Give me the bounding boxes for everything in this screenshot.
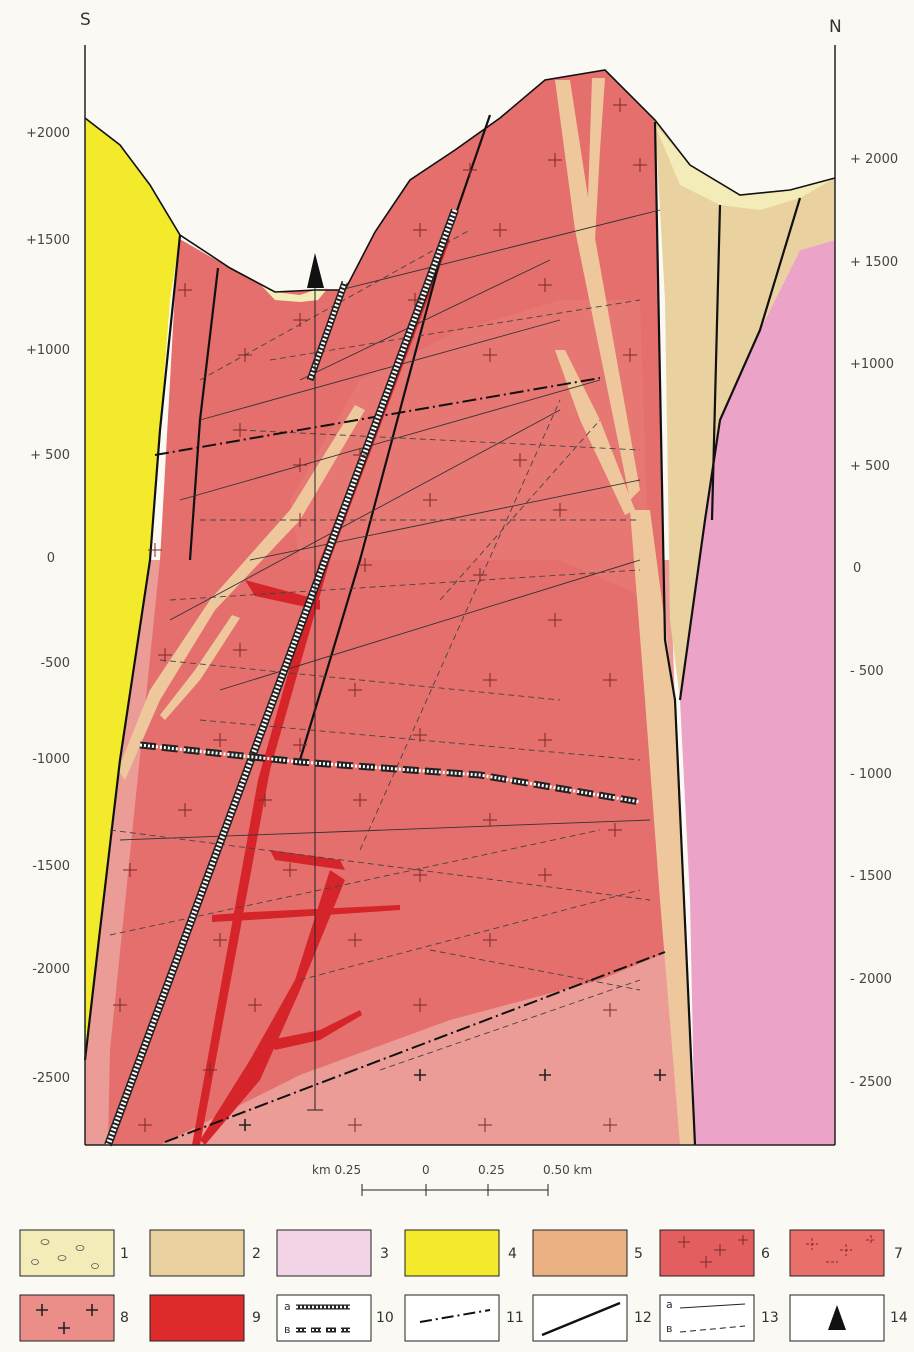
legend-num: 3 (380, 1246, 389, 1262)
legend-item-9: 9 (150, 1295, 261, 1341)
right-tick-label: - 2500 (850, 1075, 892, 1090)
legend-num: 11 (506, 1310, 524, 1326)
left-axis: +2000 +1500 +1000 + 500 0 -500 -1000 -15… (26, 126, 70, 1086)
legend-num: 10 (376, 1310, 394, 1326)
legend-item-5: 5 (533, 1230, 643, 1276)
legend-item-4: 4 (405, 1230, 517, 1276)
right-tick-label: + 1500 (850, 255, 898, 270)
legend-num: 13 (761, 1310, 779, 1326)
section-body (85, 70, 835, 1145)
legend-sub-b: в (666, 1322, 672, 1335)
right-tick-label: - 1000 (850, 767, 892, 782)
right-tick-label: 0 (853, 561, 861, 576)
scale-label-025: 0.25 (478, 1163, 505, 1177)
legend-num: 1 (120, 1246, 129, 1262)
legend-item-11: 11 (405, 1295, 524, 1341)
scale-bar: km 0.25 0 0.25 0.50 km (312, 1163, 592, 1196)
legend-sub-b: в (284, 1323, 290, 1336)
legend-item-13: а в 13 (660, 1295, 779, 1341)
left-tick-label: +2000 (26, 126, 70, 141)
legend-num: 14 (890, 1310, 908, 1326)
legend-sub-a: а (666, 1298, 673, 1311)
legend-item-12: 12 (533, 1295, 652, 1341)
legend-item-8: 8 (20, 1295, 129, 1341)
borehole-triangle-icon (307, 253, 324, 288)
legend-num: 6 (761, 1246, 770, 1262)
legend-item-10: а в 10 (277, 1295, 394, 1341)
left-tick-label: -500 (40, 656, 70, 671)
legend-item-7: 7 (790, 1230, 903, 1276)
legend-num: 9 (252, 1310, 261, 1326)
legend-item-14: 14 (790, 1295, 908, 1341)
legend-num: 8 (120, 1310, 129, 1326)
left-tick-label: +1500 (26, 233, 70, 248)
legend-sub-a: а (284, 1300, 291, 1313)
legend-item-6: 6 (660, 1230, 770, 1276)
left-tick-label: -1500 (32, 859, 70, 874)
legend-num: 2 (252, 1246, 261, 1262)
left-tick-label: + 500 (30, 448, 70, 463)
direction-right-label: N (829, 17, 842, 37)
direction-left-label: S (80, 10, 91, 30)
right-tick-label: - 500 (850, 664, 884, 679)
legend-item-1: 1 (20, 1230, 129, 1276)
legend: 1 2 3 4 5 6 7 (20, 1230, 908, 1341)
left-tick-label: 0 (47, 551, 55, 566)
legend-num: 12 (634, 1310, 652, 1326)
left-tick-label: -1000 (32, 752, 70, 767)
right-tick-label: +1000 (850, 357, 894, 372)
scale-label-050: 0.50 km (543, 1163, 592, 1177)
legend-num: 4 (508, 1246, 517, 1262)
scale-label-left: km 0.25 (312, 1163, 361, 1177)
legend-item-3: 3 (277, 1230, 389, 1276)
right-axis: + 2000 + 1500 +1000 + 500 0 - 500 - 1000… (850, 152, 898, 1090)
scale-label-zero: 0 (422, 1163, 430, 1177)
right-tick-label: - 1500 (850, 869, 892, 884)
right-tick-label: - 2000 (850, 972, 892, 987)
legend-num: 5 (634, 1246, 643, 1262)
right-tick-label: + 2000 (850, 152, 898, 167)
right-tick-label: + 500 (850, 459, 890, 474)
legend-item-2: 2 (150, 1230, 261, 1276)
left-tick-label: -2000 (32, 962, 70, 977)
left-tick-label: +1000 (26, 343, 70, 358)
legend-num: 7 (894, 1246, 903, 1262)
left-tick-label: -2500 (32, 1071, 70, 1086)
